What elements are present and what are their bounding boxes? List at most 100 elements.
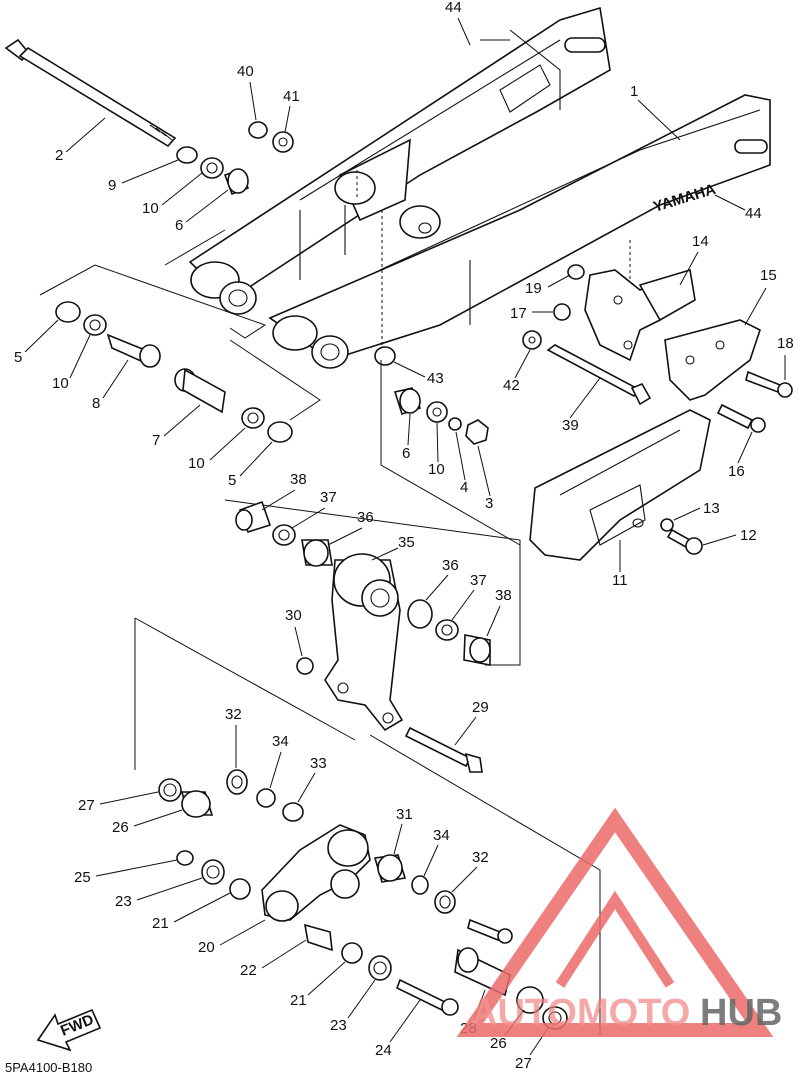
collar-38-lower bbox=[463, 634, 491, 666]
callout-32-upper: 32 bbox=[225, 706, 242, 723]
bolt-29 bbox=[404, 726, 483, 773]
callout-10-lower: 10 bbox=[428, 461, 445, 478]
washer-10-upper bbox=[200, 157, 224, 179]
washer-37-upper bbox=[272, 524, 296, 546]
callout-1: 1 bbox=[630, 83, 638, 100]
watermark-logo: AUTOMOTO HUB bbox=[456, 807, 782, 1037]
bearing-6-upper bbox=[223, 168, 250, 196]
callout-44-top: 44 bbox=[445, 0, 462, 16]
callout-26-right: 26 bbox=[490, 1035, 507, 1052]
callout-23-upper: 23 bbox=[115, 893, 132, 910]
callout-40: 40 bbox=[237, 63, 254, 80]
callout-23-lower: 23 bbox=[330, 1017, 347, 1034]
callout-36-upper: 36 bbox=[357, 509, 374, 526]
bolt-39 bbox=[546, 344, 652, 406]
callout-26-left: 26 bbox=[112, 819, 129, 836]
washer-34-lower bbox=[411, 875, 429, 895]
callout-38-upper: 38 bbox=[290, 471, 307, 488]
callout-24: 24 bbox=[375, 1042, 392, 1059]
callout-9: 9 bbox=[108, 177, 116, 194]
bearing-36-upper bbox=[301, 539, 333, 567]
callout-16: 16 bbox=[728, 463, 745, 480]
callout-17: 17 bbox=[510, 305, 527, 322]
bushing-5-left bbox=[55, 301, 81, 323]
washer-13 bbox=[660, 518, 674, 532]
bolt-upper-right bbox=[467, 918, 513, 944]
callout-13: 13 bbox=[703, 500, 720, 517]
bearing-6-lower bbox=[393, 387, 422, 416]
bearing-21-lower bbox=[341, 942, 363, 964]
callout-43: 43 bbox=[427, 370, 444, 387]
callout-44-right: 44 bbox=[745, 205, 762, 222]
callout-5-left: 5 bbox=[14, 349, 22, 366]
bearing-26-left bbox=[180, 790, 214, 818]
bearing-36-lower bbox=[407, 599, 433, 629]
collar-43 bbox=[374, 346, 396, 366]
seal-23-lower bbox=[368, 955, 392, 981]
washer-10-mid bbox=[241, 407, 265, 429]
callout-22: 22 bbox=[240, 962, 257, 979]
callout-4: 4 bbox=[460, 479, 468, 496]
callout-37-lower: 37 bbox=[470, 572, 487, 589]
washer-41 bbox=[272, 131, 294, 153]
callout-32-lower: 32 bbox=[472, 849, 489, 866]
callout-21-upper: 21 bbox=[152, 915, 169, 932]
callout-2: 2 bbox=[55, 147, 63, 164]
callout-8: 8 bbox=[92, 395, 100, 412]
callout-15: 15 bbox=[760, 267, 777, 284]
callout-34-lower: 34 bbox=[433, 827, 450, 844]
callout-3: 3 bbox=[485, 495, 493, 512]
nut-30 bbox=[296, 657, 314, 675]
collar-8 bbox=[106, 333, 161, 368]
washer-10-lower bbox=[426, 401, 448, 423]
watermark-text-b: HUB bbox=[700, 992, 782, 1034]
seal-32-lower bbox=[434, 890, 456, 914]
washer-42 bbox=[522, 330, 542, 350]
callout-10-left: 10 bbox=[52, 375, 69, 392]
callouts: 44 1 44 40 41 2 9 10 6 5 10 8 7 bbox=[14, 0, 794, 1072]
pivot-shaft bbox=[4, 38, 177, 148]
callout-27-left: 27 bbox=[78, 797, 95, 814]
watermark-triangle-icon bbox=[456, 807, 774, 1037]
callout-31: 31 bbox=[396, 806, 413, 823]
callout-19: 19 bbox=[525, 280, 542, 297]
washer-4 bbox=[448, 417, 462, 431]
callout-42: 42 bbox=[503, 377, 520, 394]
nut-25 bbox=[176, 850, 194, 866]
callout-14: 14 bbox=[692, 233, 709, 250]
callout-12: 12 bbox=[740, 527, 757, 544]
callout-27-right: 27 bbox=[515, 1055, 532, 1072]
fwd-arrow: FWD bbox=[36, 1008, 102, 1052]
collar-22 bbox=[303, 923, 333, 952]
callout-7: 7 bbox=[152, 432, 160, 449]
callout-41: 41 bbox=[283, 88, 300, 105]
bearing-26-right bbox=[516, 986, 544, 1014]
washer-37-lower bbox=[435, 619, 459, 641]
callout-29: 29 bbox=[472, 699, 489, 716]
bolt-18 bbox=[745, 370, 793, 398]
bolt-19 bbox=[567, 264, 585, 280]
callout-39: 39 bbox=[562, 417, 579, 434]
callout-35: 35 bbox=[398, 534, 415, 551]
watermark-text-a: AUTOMOTO bbox=[470, 992, 690, 1034]
callout-36-lower: 36 bbox=[442, 557, 459, 574]
seal-23-upper bbox=[201, 859, 225, 885]
callout-5-mid: 5 bbox=[228, 472, 236, 489]
collar-38-upper bbox=[235, 500, 272, 533]
nut-3 bbox=[465, 419, 489, 445]
callout-10-upper: 10 bbox=[142, 200, 159, 217]
bolt-17 bbox=[553, 303, 571, 321]
callout-38-lower: 38 bbox=[495, 587, 512, 604]
callout-21-lower: 21 bbox=[290, 992, 307, 1009]
washer-10-left bbox=[83, 314, 107, 336]
callout-30: 30 bbox=[285, 607, 302, 624]
pivot-collar-9 bbox=[176, 146, 198, 164]
bushing-5-mid bbox=[267, 421, 293, 443]
callout-25: 25 bbox=[74, 869, 91, 886]
callout-11: 11 bbox=[612, 572, 628, 589]
bolt-12 bbox=[666, 528, 703, 555]
oil-seal-27-left bbox=[158, 778, 182, 802]
bearing-31 bbox=[373, 854, 407, 883]
callout-6-upper: 6 bbox=[175, 217, 183, 234]
collar-33 bbox=[282, 802, 304, 822]
